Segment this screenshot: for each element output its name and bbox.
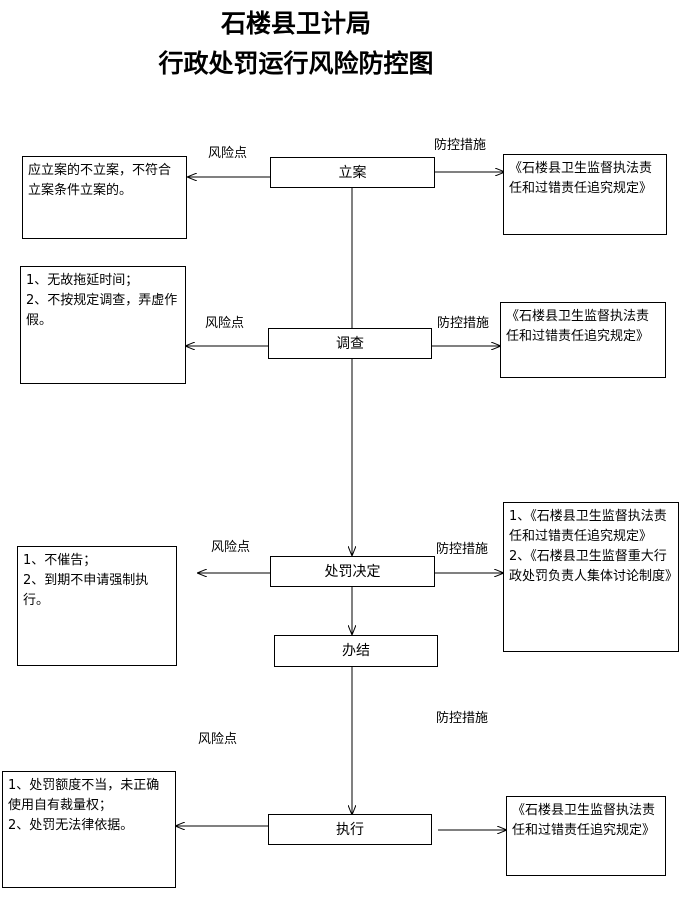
risk-box-chufa: 1、不催告； 2、到期不申请强制执行。 <box>17 546 177 666</box>
step-diaocha: 调查 <box>268 328 432 359</box>
risk-box-zhixing: 1、处罚额度不当，未正确使用自有裁量权； 2、处罚无法律依据。 <box>2 771 176 888</box>
risk-zhixing-text-2: 2、处罚无法律依据。 <box>8 818 134 833</box>
measure-box-chufa: 1、《石楼县卫生监督执法责任和过错责任追究规定》 2、《石楼县卫生监督重大行政处… <box>503 502 679 652</box>
measure-box-zhixing: 《石楼县卫生监督执法责任和过错责任追究规定》 <box>506 796 666 876</box>
risk-label-chufa: 风险点 <box>211 540 251 555</box>
step-banjie: 办结 <box>274 635 438 667</box>
measure-chufa-text-1: 1、《石楼县卫生监督执法责任和过错责任追究规定》 <box>509 509 667 544</box>
measure-chufa-text-2: 2、《石楼县卫生监督重大行政处罚负责人集体讨论制度》 <box>509 549 679 584</box>
risk-label-diaocha: 风险点 <box>205 316 245 331</box>
diagram-title-line1: 石楼县卫计局 <box>220 9 371 38</box>
measure-label-chufa: 防控措施 <box>436 542 489 557</box>
risk-label-zhixing: 风险点 <box>198 732 238 747</box>
measure-label-lian: 防控措施 <box>434 138 487 153</box>
risk-label-lian: 风险点 <box>208 146 248 161</box>
measure-box-lian: 《石楼县卫生监督执法责任和过错责任追究规定》 <box>503 154 667 235</box>
step-chufa: 处罚决定 <box>270 556 435 587</box>
measure-box-diaocha: 《石楼县卫生监督执法责任和过错责任追究规定》 <box>500 302 666 378</box>
risk-lian-text-1: 应立案的不立案，不符合立案条件立案的。 <box>28 163 172 198</box>
step-lian: 立案 <box>270 157 435 188</box>
measure-zhixing-text-1: 《石楼县卫生监督执法责任和过错责任追究规定》 <box>512 803 656 838</box>
risk-box-diaocha: 1、无故拖延时间； 2、不按规定调查，弄虚作假。 <box>20 266 186 384</box>
risk-chufa-text-1: 1、不催告； <box>23 553 97 568</box>
measure-label-zhixing: 防控措施 <box>436 711 489 726</box>
risk-chufa-text-2: 2、到期不申请强制执行。 <box>23 573 149 608</box>
risk-diaocha-text-2: 2、不按规定调查，弄虚作假。 <box>26 293 178 328</box>
step-zhixing: 执行 <box>268 814 432 845</box>
measure-lian-text-1: 《石楼县卫生监督执法责任和过错责任追究规定》 <box>509 161 653 196</box>
risk-zhixing-text-1: 1、处罚额度不当，未正确使用自有裁量权； <box>8 778 160 813</box>
risk-diaocha-text-1: 1、无故拖延时间； <box>26 273 139 288</box>
risk-box-lian: 应立案的不立案，不符合立案条件立案的。 <box>22 156 187 239</box>
measure-diaocha-text-1: 《石楼县卫生监督执法责任和过错责任追究规定》 <box>506 309 650 344</box>
diagram-title-line2: 行政处罚运行风险防控图 <box>158 49 434 78</box>
measure-label-diaocha: 防控措施 <box>437 316 490 331</box>
